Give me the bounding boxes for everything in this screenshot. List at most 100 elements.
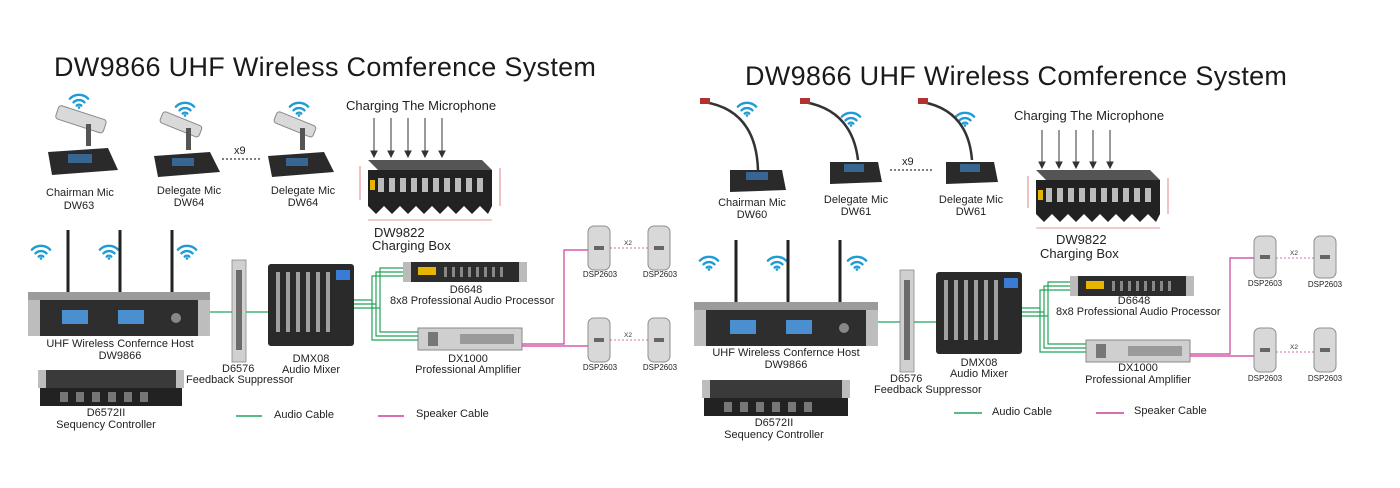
processor-name: 8x8 Professional Audio Processor	[390, 295, 555, 307]
speaker-icon	[647, 225, 671, 271]
legend-audio-label: Audio Cable	[274, 409, 334, 421]
legend-audio-label: Audio Cable	[992, 406, 1052, 418]
speaker-icon	[587, 317, 611, 363]
wifi-icon	[176, 244, 198, 260]
delegate-mic-model: DW61	[955, 206, 987, 218]
mixer-model: DMX08	[292, 353, 330, 365]
diagram-panel-left: DW9866 UHF Wireless Comference System Ch…	[28, 52, 678, 431]
host-name: UHF Wireless Confernce Host	[46, 338, 194, 350]
mixer-model: DMX08	[960, 357, 998, 369]
speaker-icon	[1313, 235, 1337, 279]
wifi-icon	[98, 244, 120, 260]
speaker-model: DSP2603	[1307, 280, 1343, 289]
wifi-icon	[736, 101, 758, 117]
diagram-title: DW9866 UHF Wireless Comference System	[745, 61, 1288, 91]
charging-box-icon	[1027, 170, 1169, 229]
delegate-mic-label: Delegate Mic	[156, 185, 222, 197]
feedback-suppressor-model: D6576	[222, 363, 255, 375]
amplifier-name: Professional Amplifier	[1085, 374, 1191, 386]
chairman-mic-model: DW63	[63, 200, 95, 212]
mic-multiplier: x9	[902, 156, 914, 168]
chairman-mic-label: Chairman Mic	[718, 197, 786, 209]
charging-title: Charging The Microphone	[346, 98, 497, 113]
sequence-controller-name: Sequency Controller	[724, 429, 824, 441]
amplifier-model: DX1000	[448, 353, 488, 365]
sequence-controller-model: D6572II	[754, 417, 794, 429]
host-name: UHF Wireless Confernce Host	[712, 347, 860, 359]
delegate-mic-icon	[800, 98, 882, 184]
amplifier-icon	[417, 327, 523, 351]
wifi-icon	[954, 111, 976, 127]
charging-box-model: DW9822	[374, 225, 425, 240]
delegate-mic-model: DW64	[173, 197, 205, 209]
speaker-multiplier: X2	[1290, 250, 1298, 257]
feedback-suppressor-name: Feedback Suppressor	[874, 384, 982, 396]
sequence-controller-icon	[702, 380, 850, 416]
chairman-mic-label: Chairman Mic	[46, 187, 114, 199]
audio-mixer-icon	[268, 264, 354, 346]
speaker-icon	[1313, 327, 1337, 373]
wifi-icon	[288, 101, 310, 117]
charging-box-name: Charging Box	[372, 238, 451, 253]
processor-model: D6648	[449, 284, 483, 296]
audio-cable	[878, 281, 1086, 353]
panel-graphics	[28, 93, 671, 417]
mixer-name: Audio Mixer	[949, 368, 1009, 380]
host-receiver-icon	[28, 230, 210, 336]
speaker-icon	[1253, 327, 1277, 373]
audio-cable	[210, 267, 418, 341]
speaker-icon	[647, 317, 671, 363]
chairman-mic-icon	[48, 105, 118, 175]
amplifier-icon	[1085, 339, 1191, 363]
sequence-controller-name: Sequency Controller	[56, 419, 156, 431]
host-receiver-icon	[694, 240, 878, 346]
wifi-icon	[174, 101, 196, 117]
speaker-model: DSP2603	[642, 363, 678, 372]
diagram-panel-right: DW9866 UHF Wireless Comference System Ch…	[690, 0, 1390, 488]
diagram-title: DW9866 UHF Wireless Comference System	[54, 52, 597, 82]
mixer-name: Audio Mixer	[281, 364, 341, 376]
charging-arrow-icon	[1038, 130, 1114, 170]
delegate-mic-label: Delegate Mic	[270, 185, 336, 197]
delegate-mic-label: Delegate Mic	[938, 194, 1004, 206]
speaker-icon	[1253, 235, 1277, 279]
delegate-mic-label: Delegate Mic	[823, 194, 889, 206]
charging-box-icon	[359, 160, 501, 221]
sequence-controller-icon	[38, 370, 184, 406]
delegate-mic-icon	[918, 98, 998, 184]
speaker-multiplier: X2	[624, 240, 632, 247]
delegate-mic-model: DW64	[287, 197, 319, 209]
wifi-icon	[68, 93, 90, 109]
speaker-cable	[522, 249, 588, 347]
host-model: DW9866	[98, 350, 142, 362]
wifi-icon	[846, 255, 868, 271]
chairman-mic-model: DW60	[736, 209, 768, 221]
legend-speaker-label: Speaker Cable	[1134, 405, 1207, 417]
speaker-cable	[1190, 257, 1254, 357]
wifi-icon	[698, 255, 720, 271]
panel-graphics	[694, 98, 1337, 416]
audio-processor-icon	[403, 262, 527, 282]
speaker-model: DSP2603	[1307, 374, 1343, 383]
speaker-model: DSP2603	[1247, 279, 1283, 288]
speaker-model: DSP2603	[1247, 374, 1283, 383]
amplifier-name: Professional Amplifier	[415, 364, 521, 376]
delegate-mic-icon	[268, 111, 334, 177]
host-model: DW9866	[764, 359, 808, 371]
charging-title: Charging The Microphone	[1014, 108, 1165, 123]
speaker-model: DSP2603	[582, 363, 618, 372]
speaker-model: DSP2603	[582, 270, 618, 279]
speaker-icon	[587, 225, 611, 271]
audio-processor-icon	[1070, 276, 1194, 296]
speaker-multiplier: X2	[1290, 344, 1298, 351]
sequence-controller-model: D6572II	[86, 407, 126, 419]
processor-name: 8x8 Professional Audio Processor	[1056, 306, 1221, 318]
delegate-mic-icon	[154, 111, 220, 177]
legend-speaker-label: Speaker Cable	[416, 408, 489, 420]
chairman-mic-icon	[700, 98, 786, 192]
charging-box-model: DW9822	[1056, 232, 1107, 247]
wifi-icon	[766, 255, 788, 271]
delegate-mic-model: DW61	[840, 206, 872, 218]
charging-arrow-icon	[370, 118, 446, 159]
speaker-model: DSP2603	[642, 270, 678, 279]
